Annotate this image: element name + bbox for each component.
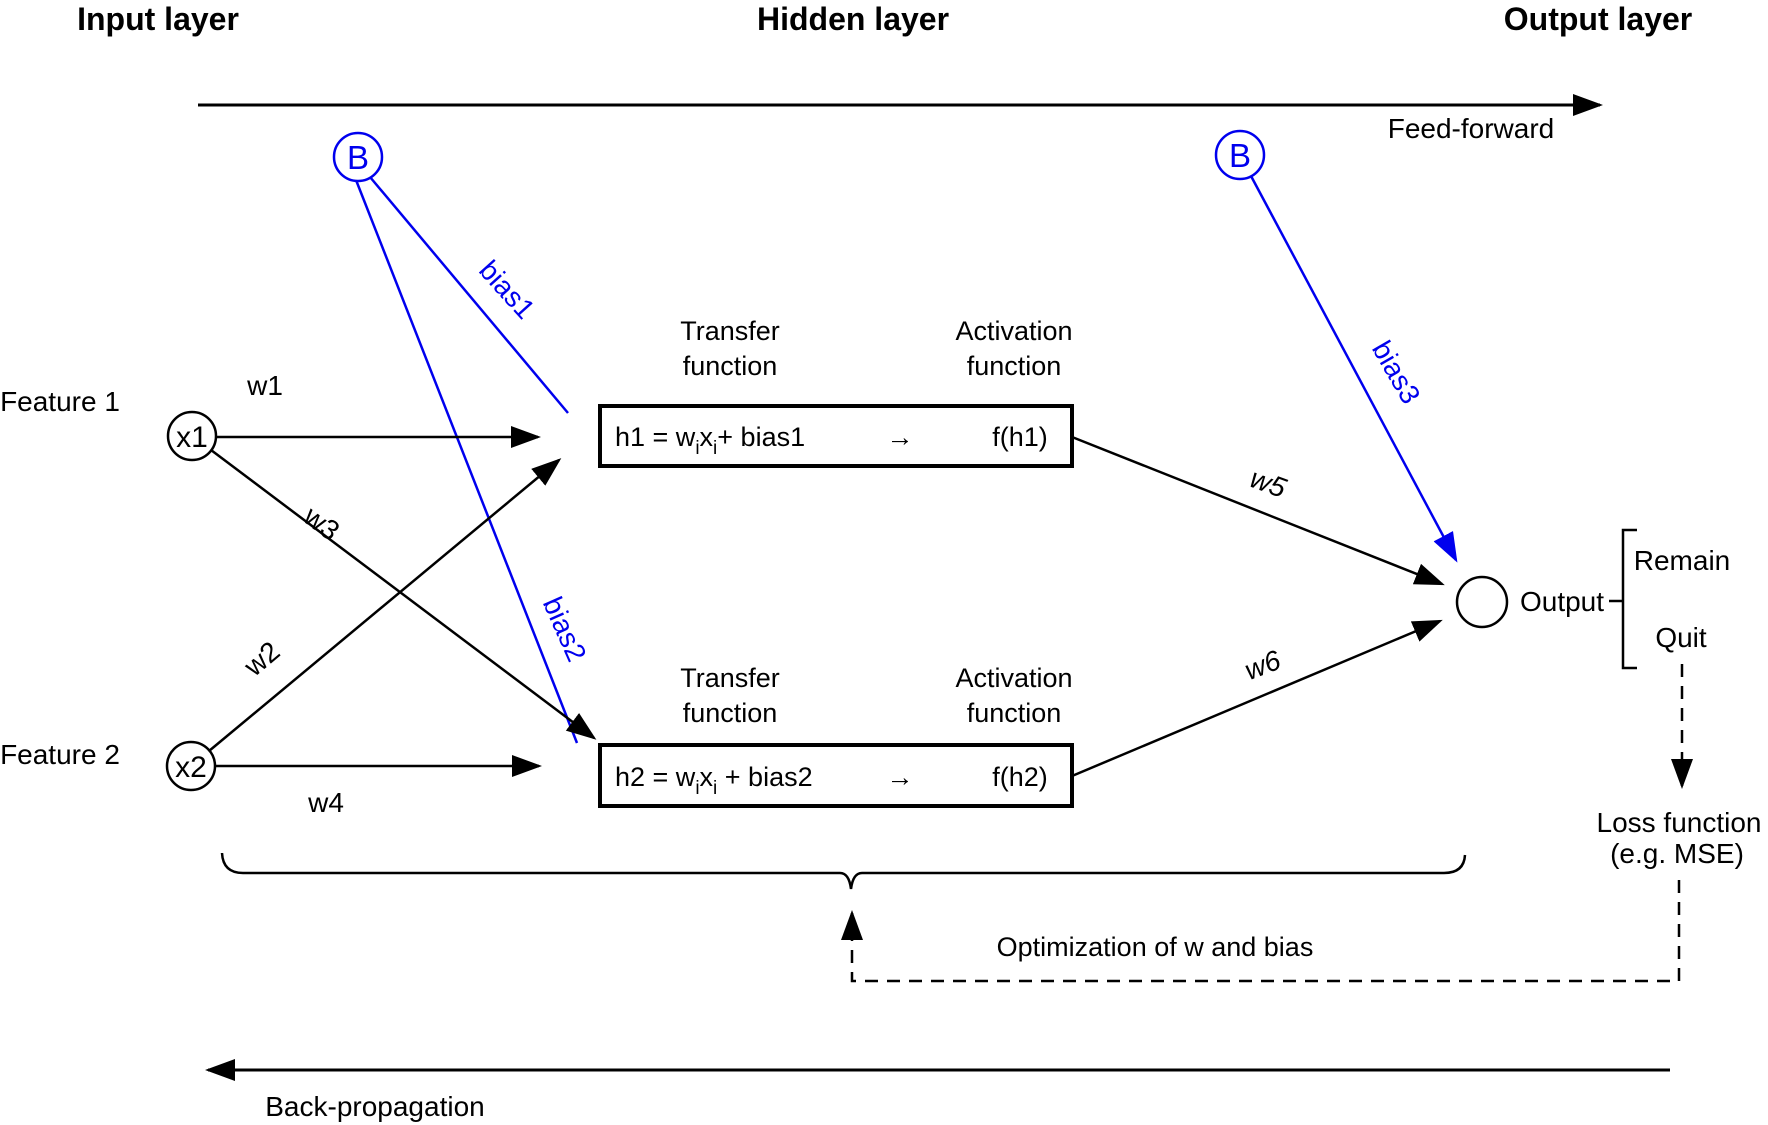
w5-connection [1071, 435, 1445, 586]
h2-activation-label-line1: Activation [955, 663, 1072, 693]
bias-node-hidden [332, 131, 384, 183]
input-layer-title: Input layer [77, 1, 239, 37]
h2-equation: h2 = wixi + bias2 [615, 762, 813, 799]
w5-label: w5 [1246, 462, 1291, 504]
h1-transfer-label-line2: function [683, 351, 778, 381]
bias2-label: bias2 [537, 592, 593, 666]
w3-connection [210, 449, 597, 740]
w4-label: w4 [307, 787, 344, 818]
feature2-label: Feature 2 [0, 739, 120, 770]
h1-arrow-icon: → [887, 422, 914, 452]
h1-transfer-label-line1: Transfer [680, 316, 780, 346]
output-class-remain: Remain [1634, 545, 1730, 576]
output-class-quit: Quit [1655, 622, 1707, 653]
feature1-label: Feature 1 [0, 386, 120, 417]
h2-activation-value: f(h2) [992, 762, 1048, 792]
bias2-connection [354, 179, 579, 744]
input-node-x1-label: x1 [176, 421, 208, 454]
output-classes-bracket [1621, 528, 1637, 670]
bias-node-hidden-label: B [347, 139, 369, 176]
h2-transfer-label-line2: function [683, 698, 778, 728]
h2-arrow-icon: → [887, 762, 914, 792]
h1-equation: h1 = wixi+ bias1 [615, 422, 805, 459]
bias3-connection [1249, 175, 1458, 563]
h1-activation-value: f(h1) [992, 422, 1048, 452]
output-node [1455, 575, 1509, 629]
output-layer-title: Output layer [1504, 1, 1692, 37]
bias1-connection [369, 176, 569, 414]
feed-forward-label: Feed-forward [1388, 113, 1555, 144]
input-node-x2 [165, 740, 217, 792]
bias-node-output-label: B [1229, 137, 1251, 174]
w1-label: w1 [246, 370, 283, 401]
h1-activation-label-line1: Activation [955, 316, 1072, 346]
back-propagation-label: Back-propagation [265, 1091, 484, 1122]
hidden-layer-title: Hidden layer [757, 1, 949, 37]
w6-connection [1071, 619, 1443, 778]
input-node-x1 [166, 410, 218, 462]
bias1-label: bias1 [473, 254, 541, 324]
w3-label: w3 [297, 500, 345, 547]
optimization-feedback-arrow [841, 880, 1681, 983]
h1-function-box [598, 404, 1074, 468]
loss-function-label-line2: (e.g. MSE) [1610, 838, 1744, 869]
h2-transfer-label-line1: Transfer [680, 663, 780, 693]
network-brace [220, 852, 1467, 890]
input-node-x2-label: x2 [175, 751, 207, 784]
w6-label: w6 [1240, 644, 1285, 686]
h2-function-box [598, 743, 1074, 808]
w2-label: w2 [237, 635, 285, 682]
w2-connection [208, 458, 562, 752]
loss-function-label-line1: Loss function [1597, 807, 1762, 838]
output-label: Output [1520, 586, 1604, 617]
bias-node-output [1214, 129, 1266, 181]
h2-activation-label-line2: function [967, 698, 1062, 728]
optimization-label: Optimization of w and bias [997, 932, 1314, 962]
bias3-label: bias3 [1366, 336, 1426, 409]
h1-activation-label-line2: function [967, 351, 1062, 381]
